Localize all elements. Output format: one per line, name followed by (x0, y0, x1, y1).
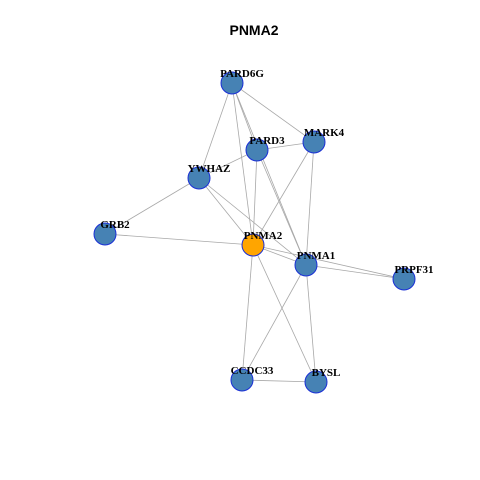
node-pnma2 (241, 233, 265, 257)
node-label-ccdc33: CCDC33 (231, 365, 274, 377)
node-label-pard3: PARD3 (249, 135, 285, 147)
edge-ywhaz-pnma1 (198, 177, 307, 266)
node-label-pard6g: PARD6G (220, 68, 264, 80)
node-pard3 (245, 138, 269, 162)
node-ccdc33 (230, 368, 254, 392)
node-label-prpf31: PRPF31 (394, 264, 433, 276)
edge-pnma1-bysl (305, 264, 317, 383)
node-pnma1 (294, 253, 318, 277)
edge-pard6g-pnma1 (231, 82, 307, 266)
node-label-pnma2: PNMA2 (244, 230, 283, 242)
edge-pard6g-mark4 (231, 82, 315, 143)
node-grb2 (93, 222, 117, 246)
edge-ywhaz-grb2 (104, 177, 200, 235)
node-label-bysl: BYSL (312, 367, 341, 379)
edge-pnma1-ccdc33 (241, 264, 307, 381)
edge-mark4-pnma1 (305, 141, 315, 266)
edge-pnma2-bysl (252, 244, 317, 383)
nodes-layer (93, 71, 416, 394)
node-label-pnma1: PNMA1 (297, 250, 336, 262)
node-mark4 (302, 130, 326, 154)
node-label-ywhaz: YWHAZ (188, 163, 231, 175)
node-label-grb2: GRB2 (100, 219, 130, 231)
edge-pard6g-ywhaz (198, 82, 233, 179)
edge-pard3-pnma2 (252, 149, 258, 246)
node-bysl (304, 370, 328, 394)
edge-ccdc33-bysl (241, 379, 317, 383)
node-pard6g (220, 71, 244, 95)
edge-pnma1-prpf31 (305, 264, 405, 280)
node-prpf31 (392, 267, 416, 291)
edge-pard6g-pnma2 (231, 82, 254, 246)
edge-pnma2-ccdc33 (241, 244, 254, 381)
graph-title: PNMA2 (229, 22, 278, 38)
edge-ywhaz-pnma2 (198, 177, 254, 246)
edge-pnma2-prpf31 (252, 244, 405, 280)
node-label-mark4: MARK4 (304, 127, 345, 139)
edge-mark4-pnma2 (252, 141, 315, 246)
node-ywhaz (187, 166, 211, 190)
edge-grb2-pnma2 (104, 233, 254, 246)
edge-pard3-pnma1 (256, 149, 307, 266)
